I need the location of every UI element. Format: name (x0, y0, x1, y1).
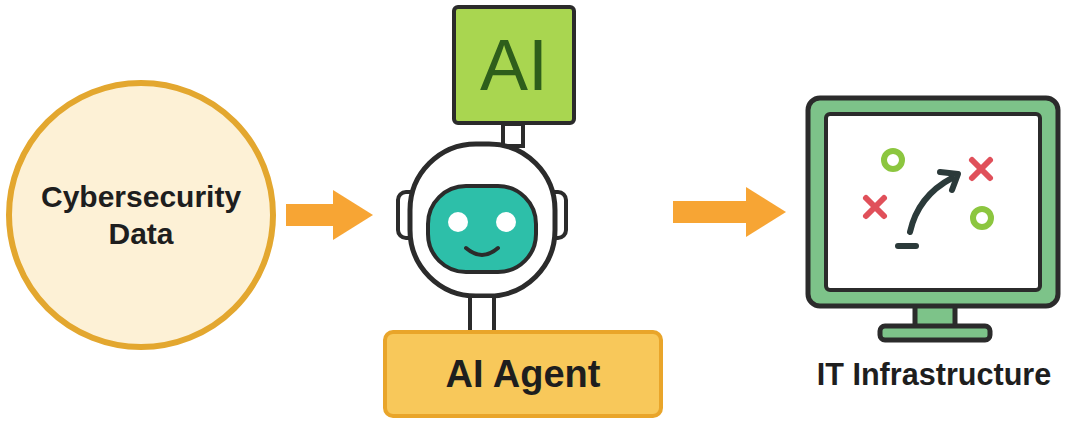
strategy-cross (866, 198, 884, 216)
agent-group: AI Agent AI (383, 0, 663, 424)
robot-antenna (503, 124, 523, 146)
node-label: AI Agent (446, 353, 601, 396)
monitor-node: IT Infrastructure (796, 95, 1072, 411)
ai-sign: AI (452, 5, 576, 125)
robot-eye (448, 212, 468, 232)
monitor-base (880, 326, 990, 340)
flow-arrow (673, 201, 746, 223)
monitor-screen (826, 114, 1040, 290)
robot-face (428, 186, 536, 272)
strategy-dash (898, 243, 916, 249)
strategy-arrowhead (940, 172, 958, 190)
robot-eye (496, 212, 516, 232)
strategy-arrow (910, 178, 952, 232)
robot-smile (466, 248, 498, 255)
strategy-cross (972, 160, 990, 178)
flow-arrow (286, 204, 333, 226)
sign-label: AI (480, 29, 548, 101)
robot-neck (470, 296, 494, 332)
node-label: Cybersecurity Data (41, 178, 241, 253)
monitor-frame (808, 98, 1058, 306)
strategy-circle (973, 209, 991, 227)
robot-head (410, 144, 555, 296)
node-label: IT Infrastructure (796, 357, 1072, 392)
strategy-circle (884, 151, 902, 169)
agent-label-box: AI Agent (383, 330, 663, 418)
data-circle: Cybersecurity Data (6, 80, 276, 350)
